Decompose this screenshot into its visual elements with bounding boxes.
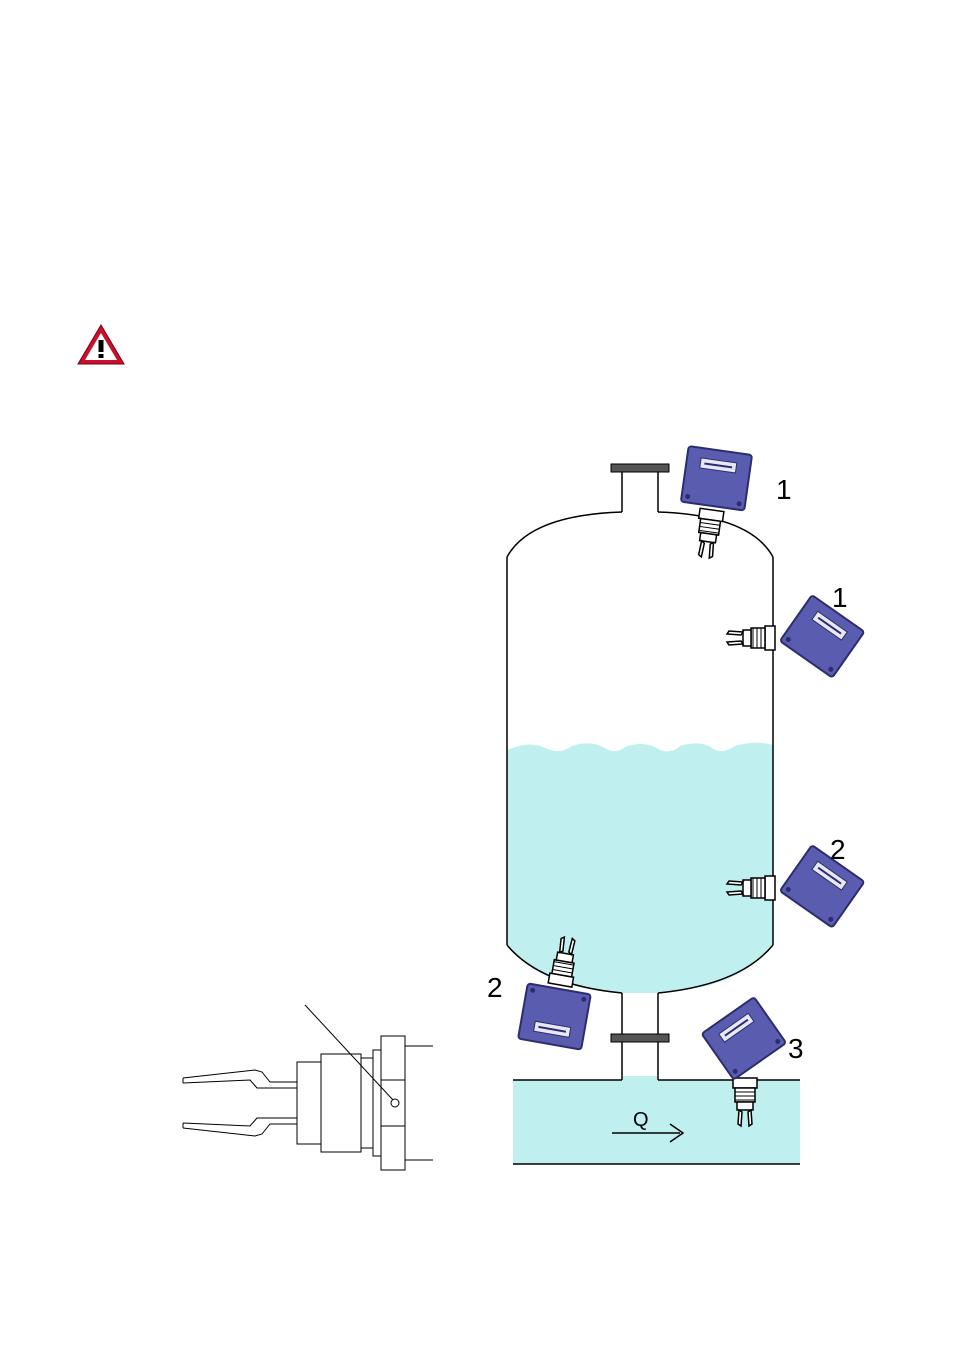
bottom-flange bbox=[610, 1033, 670, 1043]
label-bottom-switch: 2 bbox=[487, 972, 503, 1003]
flow-label: Q bbox=[633, 1109, 649, 1131]
warning-triangle-icon bbox=[77, 324, 125, 365]
label-lower-side-switch: 2 bbox=[830, 834, 846, 865]
flow-arrow bbox=[612, 1123, 685, 1143]
sensor-top bbox=[679, 445, 754, 560]
pipe-outline bbox=[513, 1079, 800, 1165]
fork-detail-drawing bbox=[182, 1004, 433, 1171]
top-flange bbox=[610, 463, 670, 473]
pipe-liquid bbox=[513, 1080, 800, 1164]
label-pipe-switch: 3 bbox=[788, 1033, 804, 1064]
tank-liquid bbox=[507, 742, 773, 993]
label-upper-side-switch: 1 bbox=[832, 582, 848, 613]
label-top-switch: 1 bbox=[776, 474, 792, 505]
